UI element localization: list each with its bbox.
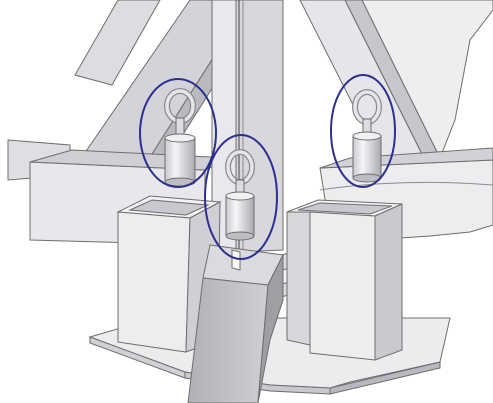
front-sloping-leg (187, 244, 284, 403)
center-eyebolt (225, 149, 255, 241)
right-socket-box (286, 199, 403, 361)
highlight-ellipse-center (204, 134, 278, 260)
highlight-ellipse-right (330, 74, 396, 188)
highlight-markers (139, 74, 396, 260)
highlight-ellipse-left (139, 78, 217, 188)
right-eyebolt (352, 89, 382, 183)
left-eyebolt (164, 88, 196, 187)
